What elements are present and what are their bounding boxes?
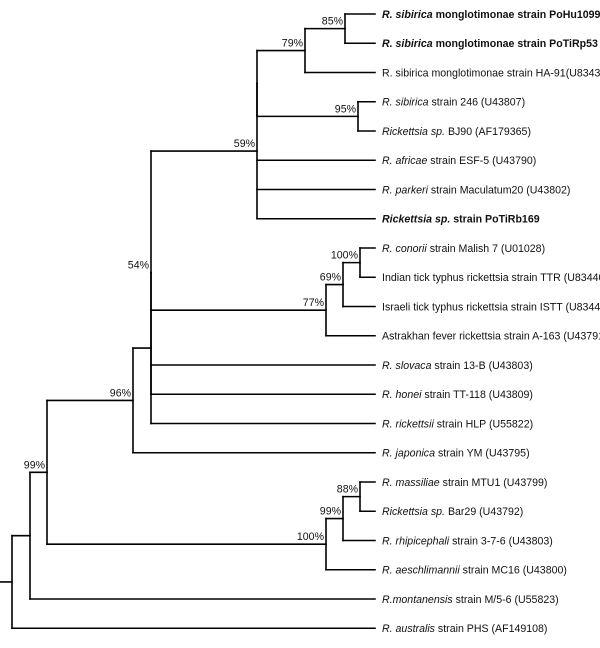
support-value-label: 96%: [110, 387, 132, 399]
taxon-label-part: Bar29 (U43792): [445, 506, 523, 518]
taxon-label: R. honei strain TT-118 (U43809): [382, 389, 533, 401]
taxon-label-part: strain HLP (U55822): [434, 418, 533, 430]
taxon-label: Rickettsia sp. Bar29 (U43792): [382, 506, 523, 518]
taxon-label: R. japonica strain YM (U43795): [382, 448, 530, 460]
taxon-label-part: strain M/5-6 (U55823): [453, 594, 559, 606]
taxon-label-part: R. sibirica: [382, 38, 433, 50]
taxon-label: Israeli tick typhus rickettsia strain IS…: [382, 301, 600, 313]
taxon-label-part: strain PoTiRb169: [450, 214, 539, 226]
taxon-label-part: R. slovaca: [382, 360, 432, 372]
tree-branches: [0, 13, 376, 630]
taxon-label-part: R. japonica: [382, 448, 435, 460]
taxon-label: R. rickettsii strain HLP (U55822): [382, 418, 533, 430]
taxon-label: Indian tick typhus rickettsia strain TTR…: [382, 272, 600, 284]
taxon-label: R. parkeri strain Maculatum20 (U43802): [382, 184, 570, 196]
taxon-label: R.montanensis strain M/5-6 (U55823): [382, 594, 559, 606]
taxon-label: R. rhipicephali strain 3-7-6 (U43803): [382, 535, 553, 547]
taxon-label-part: Indian tick typhus rickettsia strain TTR…: [382, 272, 600, 284]
taxon-label-part: monglotimonae strain PoTiRp53: [433, 38, 598, 50]
support-value-label: 59%: [234, 138, 256, 150]
taxon-label-part: BJ90 (AF179365): [445, 126, 531, 138]
support-value-label: 100%: [297, 531, 325, 543]
taxon-label: Astrakhan fever rickettsia strain A-163 …: [382, 331, 600, 343]
support-value-label: 95%: [335, 103, 357, 115]
taxon-label-part: strain YM (U43795): [435, 448, 530, 460]
taxon-label: Rickettsia sp. strain PoTiRb169: [382, 214, 540, 226]
taxon-label: R. sibirica monglotimonae strain PoTiRp5…: [382, 38, 598, 50]
support-value-label: 99%: [320, 506, 342, 518]
support-values: 85% 79% 95% 59% 100% 69% 77% 54% 96% 88% 99% 100% 99…: [24, 16, 359, 544]
taxon-label-part: strain Maculatum20 (U43802): [428, 184, 571, 196]
taxon-label: R. sibirica monglotimonae strain PoHu109…: [382, 9, 600, 21]
taxon-label-part: R. honei: [382, 389, 422, 401]
taxon-label: R. sibirica strain 246 (U43807): [382, 97, 525, 109]
taxon-label-part: monglotimonae strain PoHu10991: [433, 9, 600, 21]
taxon-label-part: R. africae: [382, 155, 427, 167]
taxon-label-part: R. rhipicephali: [382, 535, 450, 547]
taxon-label-part: R. conorii: [382, 243, 427, 255]
taxon-label: R. conorii strain Malish 7 (U01028): [382, 243, 545, 255]
taxon-label: R. sibirica monglotimonae strain HA-91(U…: [382, 67, 600, 79]
taxon-label-part: R.montanensis: [382, 594, 453, 606]
taxon-label-part: R. sibirica: [382, 97, 429, 109]
support-value-label: 85%: [322, 16, 344, 28]
taxon-label: R. massiliae strain MTU1 (U43799): [382, 477, 547, 489]
taxon-label: R. slovaca strain 13-B (U43803): [382, 360, 533, 372]
taxon-label-part: strain 13-B (U43803): [431, 360, 532, 372]
taxon-label: R. africae strain ESF-5 (U43790): [382, 155, 536, 167]
taxon-label-part: R. aeschlimannii: [382, 565, 460, 577]
support-value-label: 77%: [303, 297, 325, 309]
taxon-label-part: R. sibirica: [382, 9, 433, 21]
taxon-label-part: strain MC16 (U43800): [460, 565, 567, 577]
taxon-label: R. australis strain PHS (AF149108): [382, 623, 547, 635]
taxon-label-part: strain Malish 7 (U01028): [427, 243, 545, 255]
taxon-label-part: R. massiliae: [382, 477, 440, 489]
support-value-label: 100%: [331, 250, 359, 262]
taxon-label-part: strain MTU1 (U43799): [440, 477, 548, 489]
taxon-label-part: R. sibirica monglotimonae strain HA-91(U…: [382, 67, 600, 79]
taxon-label-part: Israeli tick typhus rickettsia strain IS…: [382, 301, 600, 313]
taxon-label-part: strain 3-7-6 (U43803): [449, 535, 553, 547]
taxon-label-part: Rickettsia sp.: [382, 214, 450, 226]
taxon-label-part: Rickettsia sp.: [382, 126, 445, 138]
taxon-label: Rickettsia sp. BJ90 (AF179365): [382, 126, 531, 138]
taxon-label-part: strain PHS (AF149108): [435, 623, 547, 635]
leaf-labels: R. sibirica monglotimonae strain PoHu109…: [382, 9, 600, 635]
taxon-label-part: R. australis: [382, 623, 436, 635]
support-value-label: 79%: [282, 38, 304, 50]
taxon-label-part: strain 246 (U43807): [429, 97, 526, 109]
taxon-label-part: R. rickettsii: [382, 418, 434, 430]
support-value-label: 69%: [320, 272, 342, 284]
taxon-label: R. aeschlimannii strain MC16 (U43800): [382, 565, 567, 577]
taxon-label-part: Rickettsia sp.: [382, 506, 445, 518]
support-value-label: 88%: [337, 484, 359, 496]
taxon-label-part: Astrakhan fever rickettsia strain A-163 …: [382, 331, 600, 343]
support-value-label: 99%: [24, 459, 46, 471]
taxon-label-part: strain TT-118 (U43809): [421, 389, 532, 401]
taxon-label-part: R. parkeri: [382, 184, 429, 196]
support-value-label: 54%: [128, 260, 150, 272]
taxon-label-part: strain ESF-5 (U43790): [427, 155, 536, 167]
